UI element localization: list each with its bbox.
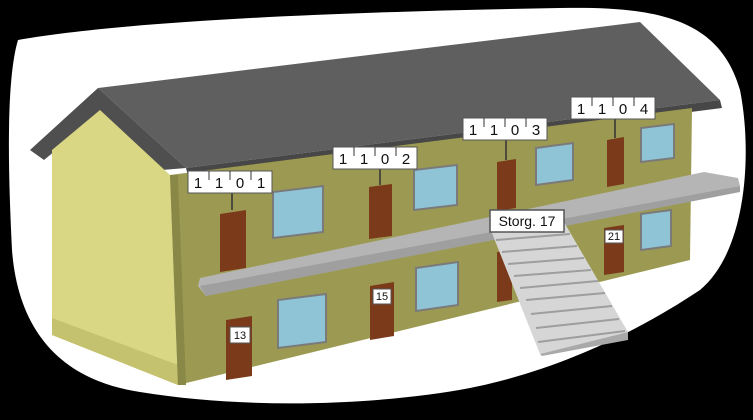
door-number-13: 13 (234, 330, 246, 342)
door-plate-15: 15 (372, 288, 392, 305)
window (415, 260, 459, 313)
unit-digit: 3 (532, 122, 540, 139)
unit-digit: 1 (598, 101, 606, 118)
unit-digit: 1 (360, 151, 368, 168)
window (535, 141, 574, 187)
roof-front (98, 22, 720, 168)
unit-digit: 1 (194, 175, 202, 192)
unit-digit: 1 (490, 122, 498, 139)
stairs (490, 222, 628, 356)
window (413, 163, 458, 212)
door-1101 (220, 210, 246, 272)
balcony-edge (200, 186, 740, 296)
unit-label-1102: 1 1 0 2 (332, 146, 418, 185)
door-1104 (607, 137, 624, 187)
unit-digit: 0 (381, 151, 389, 168)
window (640, 208, 672, 252)
unit-digit: 1 (469, 122, 477, 139)
unit-digit: 1 (577, 101, 585, 118)
unit-digit: 1 (215, 175, 223, 192)
window (272, 184, 324, 240)
unit-digit: 1 (339, 151, 347, 168)
unit-digit: 0 (619, 101, 627, 118)
window (640, 122, 675, 164)
door-number-21: 21 (608, 231, 620, 243)
roof-gable-left (30, 88, 186, 170)
window (277, 292, 327, 350)
unit-label-1101: 1 1 0 1 (187, 170, 273, 210)
door-1102 (369, 184, 392, 239)
door-plate-21: 21 (604, 229, 624, 244)
unit-digit: 4 (640, 101, 648, 118)
door-plate-13: 13 (229, 326, 251, 344)
door-13 (226, 316, 252, 380)
unit-digit: 0 (511, 122, 519, 139)
unit-digit: 0 (236, 175, 244, 192)
street-sign-text: Storg. 17 (499, 213, 556, 229)
street-sign: Storg. 17 (489, 209, 565, 233)
unit-digit: 1 (257, 175, 265, 192)
wall-side-shade (52, 318, 178, 385)
unit-label-1103: 1 1 0 3 (462, 117, 548, 160)
unit-label-1104: 1 1 0 4 (570, 96, 656, 138)
wall-front-edge (170, 175, 186, 385)
door-1103 (497, 159, 516, 211)
unit-digit: 2 (402, 151, 410, 168)
door-number-15: 15 (376, 291, 388, 303)
wall-side (52, 110, 178, 385)
